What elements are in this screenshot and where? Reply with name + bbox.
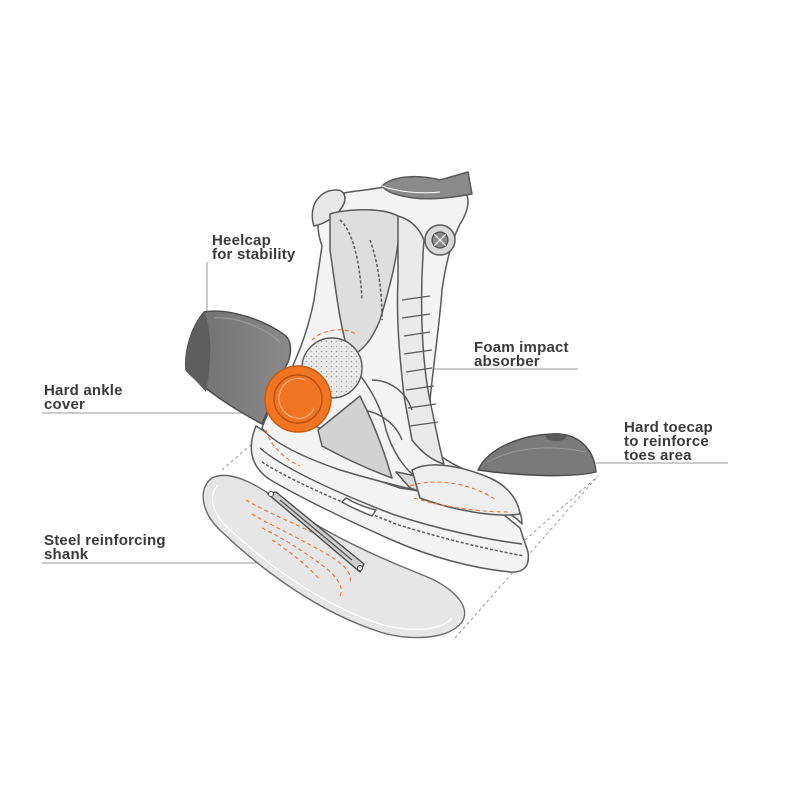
shank-label: Steel reinforcing shank: [44, 532, 166, 563]
heelcap-label-line2: for stability: [212, 246, 296, 263]
inner-contour-dashes: [265, 329, 511, 513]
foam-label-line1: Foam impact: [474, 339, 569, 356]
boot-outline: [250, 171, 530, 573]
boa-dial: [424, 224, 456, 256]
toecap-projection-line-2: [524, 475, 599, 541]
steel-shank: [266, 491, 365, 574]
heelcap-part: [185, 310, 292, 425]
toecap-part: [476, 433, 597, 477]
ankle-label-line2: cover: [44, 396, 86, 413]
ankle-label: Hard ankle cover: [44, 382, 123, 413]
toecap-label-line3: toes area: [624, 447, 692, 464]
ankle-cover-part: [264, 365, 332, 433]
heelcap-label: Heelcap for stability: [212, 232, 296, 263]
ankle-label-line1: Hard ankle: [44, 382, 123, 399]
shank-label-line2: shank: [44, 546, 89, 563]
shank-label-line1: Steel reinforcing: [44, 532, 166, 549]
toecap-label-line1: Hard toecap: [624, 419, 713, 436]
toecap-label-line2: to reinforce: [624, 433, 709, 450]
foam-label: Foam impact absorber: [474, 339, 569, 370]
toecap-label: Hard toecap to reinforce toes area: [624, 419, 713, 464]
foam-label-line2: absorber: [474, 353, 540, 370]
heelcap-label-line1: Heelcap: [212, 232, 271, 249]
